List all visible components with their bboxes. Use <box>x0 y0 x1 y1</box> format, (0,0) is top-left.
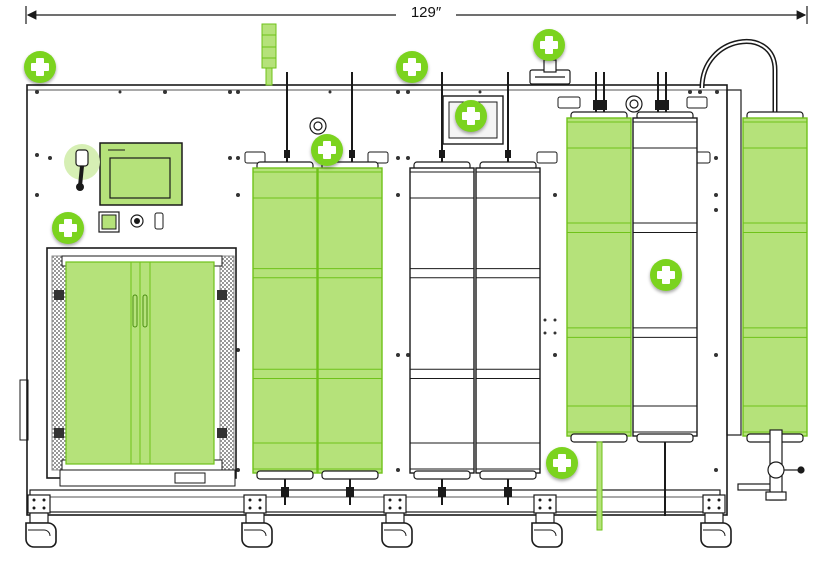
plus-circle-icon <box>455 100 487 132</box>
plus-circle-icon <box>311 134 343 166</box>
caster-2 <box>241 494 273 548</box>
hotspot-top-left[interactable] <box>24 51 56 83</box>
control-panel <box>64 142 183 233</box>
tank-5 <box>566 111 632 531</box>
plus-circle-icon <box>396 51 428 83</box>
signal-light-tower <box>261 23 277 86</box>
hotspot-top-center-right[interactable] <box>533 29 565 61</box>
hose <box>699 39 778 122</box>
plus-circle-icon <box>24 51 56 83</box>
tank-2 <box>317 161 383 505</box>
gauge-fittings <box>309 95 643 135</box>
hotspot-control-panel[interactable] <box>52 212 84 244</box>
tank-7 <box>742 111 808 443</box>
hotspot-valve-bracket[interactable] <box>311 134 343 166</box>
plus-circle-icon <box>533 29 565 61</box>
hotspot-bottom-outlet[interactable] <box>546 447 578 479</box>
top-fitting <box>529 59 571 85</box>
hotspot-top-center-left[interactable] <box>396 51 428 83</box>
plus-circle-icon <box>52 212 84 244</box>
panel-bolts <box>35 90 719 472</box>
plus-circle-icon <box>650 259 682 291</box>
tank-6 <box>632 111 698 516</box>
hotspot-display-panel[interactable] <box>455 100 487 132</box>
overall-width-label: 129″ <box>396 4 456 21</box>
caster-1 <box>25 494 57 548</box>
tank-group <box>252 111 808 531</box>
caster-4 <box>531 494 563 548</box>
outlet-valve <box>737 429 805 501</box>
tank-1 <box>252 161 318 505</box>
hotspot-right-column[interactable] <box>650 259 682 291</box>
cabinet <box>46 247 237 487</box>
caster-5 <box>700 494 732 548</box>
tank-3 <box>409 161 475 505</box>
caster-3 <box>381 494 413 548</box>
plus-circle-icon <box>546 447 578 479</box>
tank-4 <box>475 161 541 505</box>
caster-group <box>25 494 732 548</box>
